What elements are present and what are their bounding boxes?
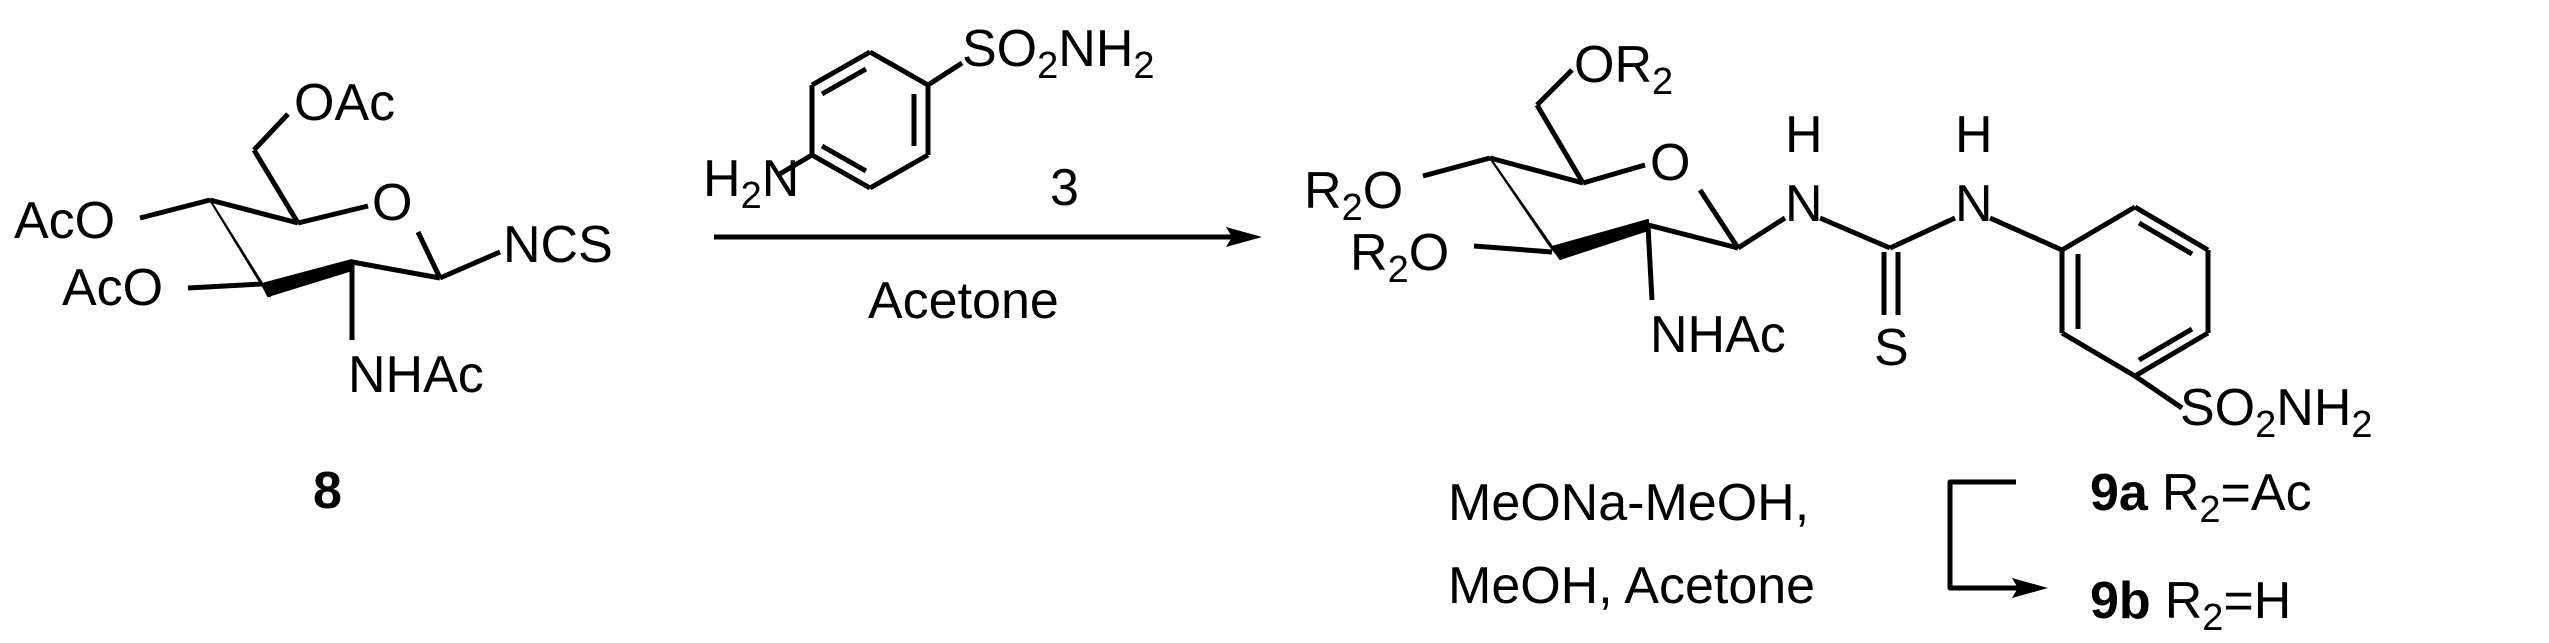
c1-n-bond [439, 249, 501, 281]
n-aryl-bond [1988, 215, 2064, 253]
benzene-bond-5 [2060, 330, 2137, 379]
c4-c5-bond [1489, 155, 1584, 186]
benzene-bond-1 [868, 49, 930, 88]
benzene-double-bond-2 [2137, 326, 2194, 363]
benzene-bond-6 [810, 49, 872, 88]
c6-o-bond [252, 112, 290, 152]
label-aco-c4: AcO [14, 192, 115, 250]
c5-c6-bond [251, 148, 301, 225]
c4-o-bond [139, 197, 211, 221]
c3-c2-bold-bond [261, 259, 353, 297]
label-thione-s: S [1874, 319, 1909, 377]
c-s-bond [926, 60, 964, 88]
c1-n-bond [1736, 215, 1787, 251]
label-nhac: NHAc [348, 346, 484, 404]
o-c1-bond [1697, 188, 1741, 250]
o-c1-bond [415, 230, 443, 280]
label-ring-o: O [372, 174, 412, 232]
label-deprotection-line2: MeOH, Acetone [1448, 557, 1815, 615]
reaction-arrow: Acetone [714, 227, 1262, 330]
label-r2o-c4: R2O [1304, 162, 1403, 229]
deprotection-arrow-head [2012, 578, 2048, 598]
label-nh-1-n: N [1785, 175, 1823, 233]
product-9-structure: OR2 R2O R2O O H N H N S NHAc SO2NH2 [1304, 36, 2373, 446]
label-nhac: NHAc [1650, 306, 1786, 364]
c4-o-bond [1422, 155, 1491, 179]
label-ncs: NCS [503, 216, 613, 274]
label-deprotection-line1: MeONa-MeOH, [1448, 474, 1809, 532]
c5-o-bond [297, 203, 369, 226]
label-nh-2-n: N [1955, 175, 1993, 233]
compound-number-8: 8 [313, 462, 342, 520]
c4-c5-bond [209, 197, 299, 226]
label-so2nh2: SO2NH2 [2180, 379, 2373, 446]
benzene-bond-4 [2133, 330, 2210, 379]
arrow-head [1226, 227, 1262, 247]
c5-c6-bond [1534, 103, 1586, 185]
label-ring-o: O [1650, 134, 1690, 192]
n-cs-bond [1819, 215, 1891, 251]
compound-8-structure: OAc AcO AcO O NCS NHAc 8 [14, 74, 613, 520]
label-aco-c3: AcO [62, 259, 163, 317]
c-s-bond [2133, 373, 2184, 411]
label-oac-top: OAc [294, 74, 395, 132]
label-reagent-so2nh2: SO2NH2 [962, 20, 1155, 87]
label-reagent-h2n: H2N [703, 150, 799, 217]
cs-n-bond [1888, 215, 1957, 251]
c6-o-bond [1535, 68, 1574, 107]
c3-o-bond [187, 281, 263, 291]
c1-c2-bond [351, 259, 441, 281]
benzene-bond-2 [2133, 204, 2210, 253]
benzene-double-bond-3 [820, 66, 868, 97]
benzene-bond-3 [868, 152, 930, 191]
benzene-bond-4 [810, 152, 872, 191]
label-solvent-acetone: Acetone [868, 272, 1059, 330]
c3-c2-bold-bond [1551, 219, 1649, 260]
c1-c2-bond [1647, 222, 1739, 251]
label-nh-2-h: H [1955, 106, 1993, 164]
benzene-double-bond-2 [820, 143, 868, 174]
c5-o-bond [1582, 162, 1646, 186]
benzene-double-bond-1 [2137, 220, 2194, 257]
c-n-bond [776, 152, 814, 178]
reagent-3-structure: SO2NH2 H2N 3 [703, 20, 1155, 217]
label-r2o-c3: R2O [1350, 224, 1449, 291]
deprotection-arrow-shaft [1947, 479, 2020, 591]
c2-n-bond [1645, 225, 1655, 301]
benzene-bond-1 [2060, 204, 2137, 253]
reagent-number-3: 3 [1050, 159, 1079, 217]
label-nh-1-h: H [1785, 106, 1823, 164]
c3-o-bond [1473, 243, 1553, 255]
label-or2: OR2 [1574, 36, 1673, 103]
